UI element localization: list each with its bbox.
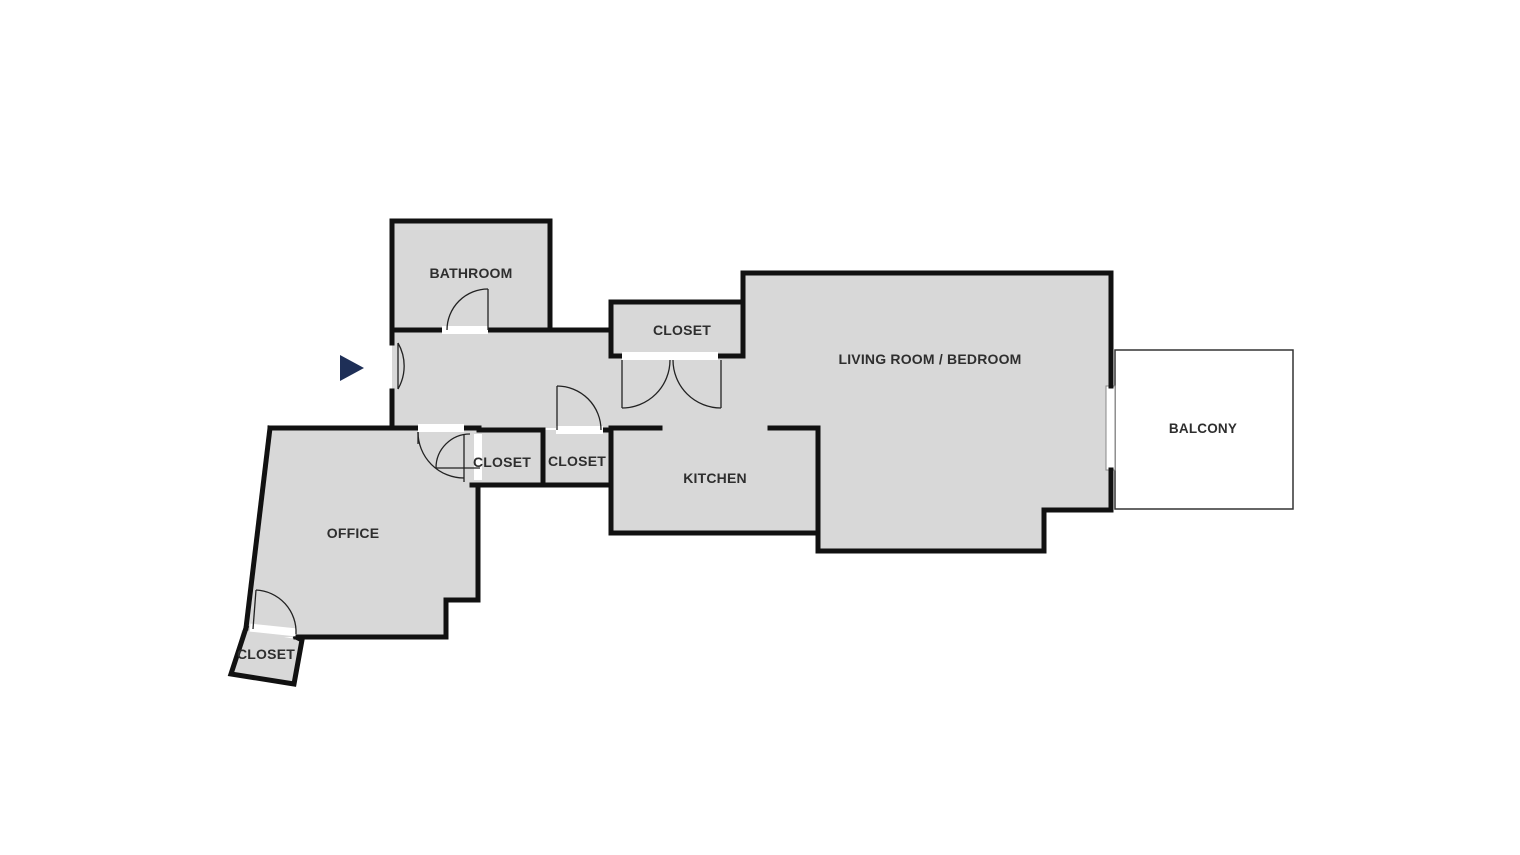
balcony-outline [1114,349,1294,510]
office-closet-label: CLOSET [237,646,295,662]
kitchen-area [611,428,818,533]
kitchen-label: KITCHEN [683,470,747,486]
entrance-door-arc [397,342,405,390]
bathroom-area [392,221,550,330]
balcony-window [1105,385,1116,471]
bathroom-label: BATHROOM [430,265,513,281]
closet-left-label: CLOSET [473,454,531,470]
walls [227,218,1114,687]
office-area [246,428,478,637]
hall-closet-door-opening [622,352,718,360]
closet-middle-door-arc [556,385,602,431]
closet-middle-label: CLOSET [548,453,606,469]
hall-closet-door-left-arc [621,359,671,409]
office-door-opening [418,424,464,432]
hall-closet-label: CLOSET [653,322,711,338]
door-swings [252,288,722,635]
closet-middle-door-opening [556,426,603,434]
door-openings [249,326,718,637]
office-closet-door-leaf [252,589,257,630]
closet-middle-area [545,430,609,485]
office-label: OFFICE [327,525,380,541]
bathroom-door-opening [442,326,488,334]
closet-left-area [472,430,543,485]
living-room-label: LIVING ROOM / BEDROOM [838,351,1021,367]
office-closet-door-arc [255,589,297,635]
bathroom-door-arc [446,288,489,331]
closet-left-door-opening [474,434,482,480]
office-closet-area [231,630,302,684]
balcony-label: BALCONY [1169,421,1237,436]
hall-closet-door-right-arc [672,359,722,409]
room-labels: BATHROOM CLOSET LIVING ROOM / BEDROOM BA… [237,265,1237,662]
office-closet-door-opening [249,623,297,637]
room-fills [231,221,1111,684]
office-door-arc [417,431,465,479]
hallway-area [392,330,611,428]
entrance-arrow-icon [340,355,364,381]
living-room-area [611,273,1111,551]
hall-closet-area [611,302,743,356]
